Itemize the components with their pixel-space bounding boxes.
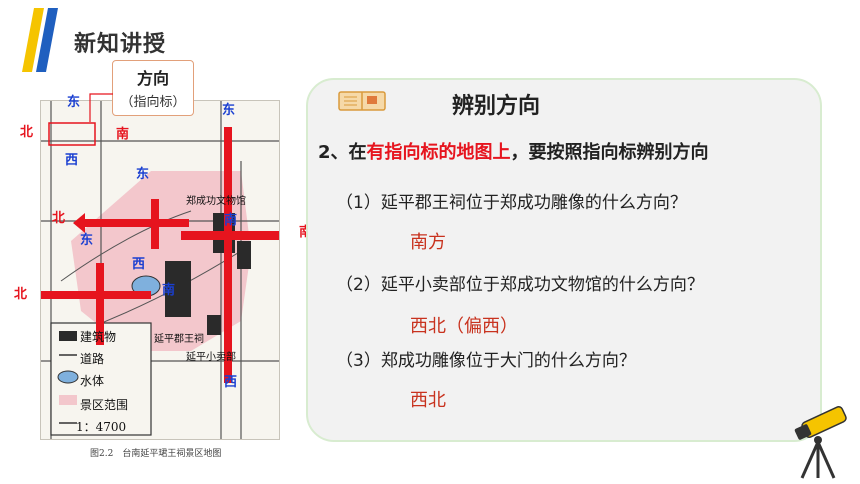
rule-highlight: 有指向标的地图上 bbox=[366, 142, 511, 163]
rule-prefix: 2、在 bbox=[318, 142, 367, 163]
telescope-icon bbox=[794, 406, 847, 479]
question-2: （2）延平小卖部位于郑成功文物馆的什么方向？ bbox=[336, 275, 704, 295]
arrow3-north: 北 bbox=[14, 287, 28, 302]
arrow1-east: 东 bbox=[222, 103, 236, 118]
compass-north: 北 bbox=[20, 125, 34, 140]
rule-suffix: ，要按照指向标辨别方向 bbox=[510, 142, 709, 163]
compass-west: 西 bbox=[65, 153, 79, 168]
question-1: （1）延平郡王祠位于郑成功雕像的什么方向？ bbox=[336, 193, 687, 213]
direction-label-title: 方向 bbox=[136, 69, 169, 88]
page-title: 新知讲授 bbox=[74, 32, 167, 57]
label-pointer bbox=[89, 93, 113, 122]
direction-label-subtitle: （指向标） bbox=[120, 95, 186, 110]
compass-east: 东 bbox=[67, 95, 81, 110]
arrow2-north: 北 bbox=[52, 211, 66, 226]
place-xiaomaibu: 延平小卖部 bbox=[186, 352, 236, 363]
answer-2: 西北（偏西） bbox=[410, 316, 518, 337]
place-wenwuguan: 郑成功文物馆 bbox=[186, 196, 246, 207]
map-scale: 1：4700 bbox=[76, 420, 127, 434]
logo-bars-icon bbox=[22, 8, 58, 72]
arrow3-south: 南 bbox=[162, 283, 176, 298]
answer-1: 南方 bbox=[410, 232, 446, 253]
arrow2-south-near: 南 bbox=[224, 213, 238, 228]
card-title: 辨别方向 bbox=[452, 94, 541, 119]
answer-3: 西北 bbox=[410, 390, 446, 411]
map-drawing bbox=[41, 101, 279, 439]
arrow1-west: 西 bbox=[224, 375, 238, 390]
question-3: （3）郑成功雕像位于大门的什么方向？ bbox=[336, 351, 636, 371]
arrow2-east: 东 bbox=[136, 167, 150, 182]
book-icon bbox=[338, 91, 386, 111]
compass-south: 南 bbox=[116, 127, 130, 142]
scenic-map bbox=[40, 100, 280, 440]
direction-label-box: 方向 （指向标） bbox=[112, 60, 194, 116]
legend-building: 建筑物 bbox=[80, 330, 117, 344]
place-citang: 延平郡王祠 bbox=[154, 334, 204, 345]
map-caption: 图2.2 台南延平珺王祠景区地图 bbox=[90, 449, 222, 459]
legend-scenic: 景区范围 bbox=[80, 398, 129, 412]
content-card bbox=[306, 78, 822, 442]
legend-road: 道路 bbox=[80, 352, 105, 366]
rule-text: 2、在有指向标的地图上，要按照指向标辨别方向 bbox=[318, 138, 709, 164]
arrow3-east: 东 bbox=[80, 233, 94, 248]
legend-water: 水体 bbox=[80, 374, 105, 388]
arrow2-west: 西 bbox=[132, 257, 146, 272]
